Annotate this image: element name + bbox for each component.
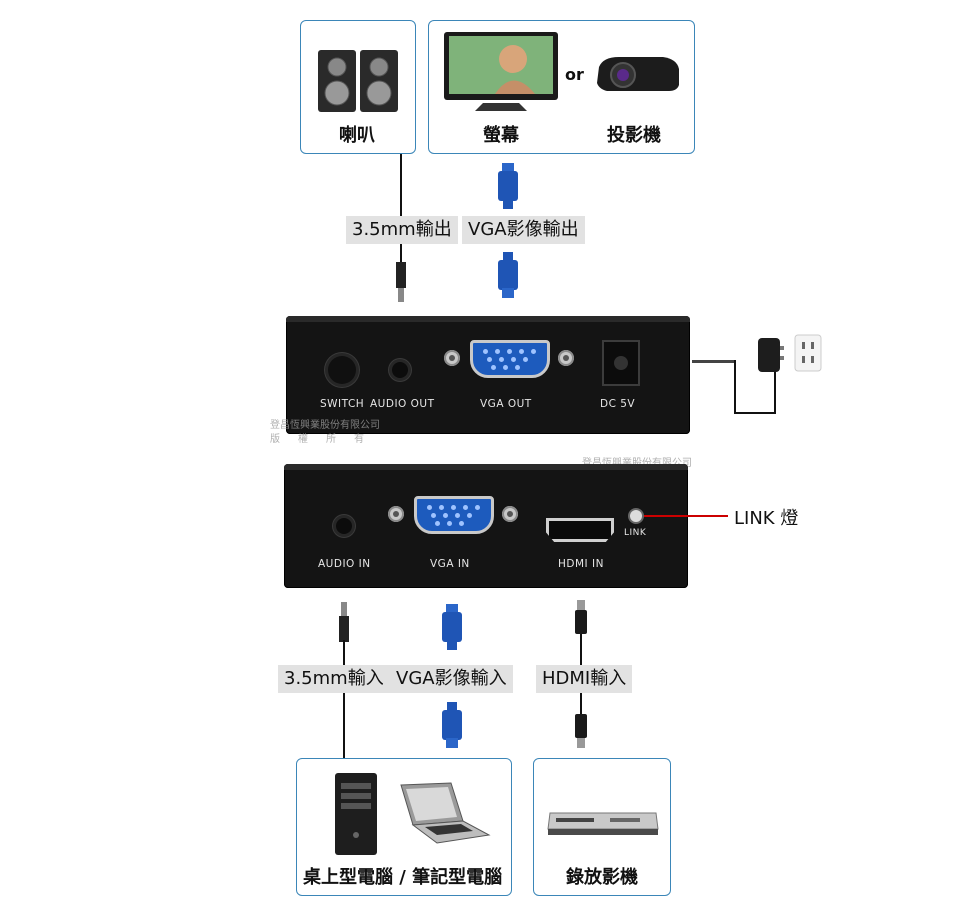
laptop-icon <box>400 782 491 844</box>
vga-plug-icon <box>442 604 462 650</box>
hdmi-in-port <box>546 518 614 542</box>
watermark-rights: 版 權 所 有 <box>270 434 368 445</box>
audio-in-cable <box>343 640 345 760</box>
dvd-recorder-icon <box>547 812 659 835</box>
vga-plug-icon <box>442 702 462 748</box>
vga-in-label: VGA影像輸入 <box>390 665 513 693</box>
vga-out-port-label: VGA OUT <box>480 398 532 410</box>
display-box: or 螢幕 投影機 <box>428 20 695 154</box>
screw-icon <box>388 506 404 522</box>
switch-label: SWITCH <box>320 398 365 410</box>
rear-panel: SWITCH AUDIO OUT VGA OUT DC 5V <box>286 316 690 434</box>
link-callout-line <box>644 515 728 517</box>
vga-in-port <box>414 496 494 534</box>
hdmi-plug-icon <box>575 600 587 634</box>
vga-plug-icon <box>498 252 518 298</box>
pc-box: 桌上型電腦 / 筆記型電腦 <box>296 758 512 896</box>
screw-icon <box>444 350 460 366</box>
link-led <box>630 510 642 522</box>
dc-label: DC 5V <box>600 398 636 410</box>
power-cable <box>692 360 736 363</box>
vga-out-port <box>470 340 550 378</box>
desktop-pc-icon <box>335 773 377 855</box>
projector-icon <box>597 57 679 91</box>
audio-out-port-label: AUDIO OUT <box>370 398 435 410</box>
speaker-box: 喇叭 <box>300 20 416 154</box>
dvd-box: 錄放影機 <box>533 758 671 896</box>
hdmi-in-port-label: HDMI IN <box>558 558 604 570</box>
audio-out-jack <box>392 362 408 378</box>
vga-in-port-label: VGA IN <box>430 558 470 570</box>
or-text: or <box>565 65 584 84</box>
audio-in-port-label: AUDIO IN <box>318 558 371 570</box>
audio-plug-icon <box>396 262 406 302</box>
projector-label: 投影機 <box>607 125 661 146</box>
pc-label: 桌上型電腦 / 筆記型電腦 <box>303 867 503 888</box>
monitor-label: 螢幕 <box>483 125 519 146</box>
audio-plug-icon <box>339 602 349 642</box>
hdmi-plug-icon <box>575 714 587 748</box>
watermark-company: 登昌恆興業股份有限公司 <box>582 454 692 469</box>
front-panel: LINK AUDIO IN VGA IN HDMI IN <box>284 464 688 588</box>
vga-out-label: VGA影像輸出 <box>462 216 585 244</box>
speaker-icon <box>318 50 398 112</box>
audio-out-cable <box>400 154 402 264</box>
monitor-icon <box>444 32 558 111</box>
power-adapter-icon <box>758 338 784 372</box>
hdmi-in-label: HDMI輸入 <box>536 665 633 693</box>
screw-icon <box>558 350 574 366</box>
dc-jack <box>602 340 640 386</box>
link-led-label: LINK 燈 <box>734 508 799 529</box>
dvd-label: 錄放影機 <box>566 867 638 888</box>
wall-outlet-icon <box>794 334 822 372</box>
speaker-label: 喇叭 <box>339 125 375 146</box>
audio-in-label: 3.5mm輸入 <box>278 665 390 693</box>
switch-button[interactable] <box>328 356 356 384</box>
watermark-company: 登昌恆興業股份有限公司 <box>270 420 380 431</box>
audio-in-jack <box>336 518 352 534</box>
vga-plug-icon <box>498 163 518 209</box>
audio-out-label: 3.5mm輸出 <box>346 216 458 244</box>
screw-icon <box>502 506 518 522</box>
link-port-label: LINK <box>624 528 647 538</box>
power-cable <box>734 360 776 414</box>
